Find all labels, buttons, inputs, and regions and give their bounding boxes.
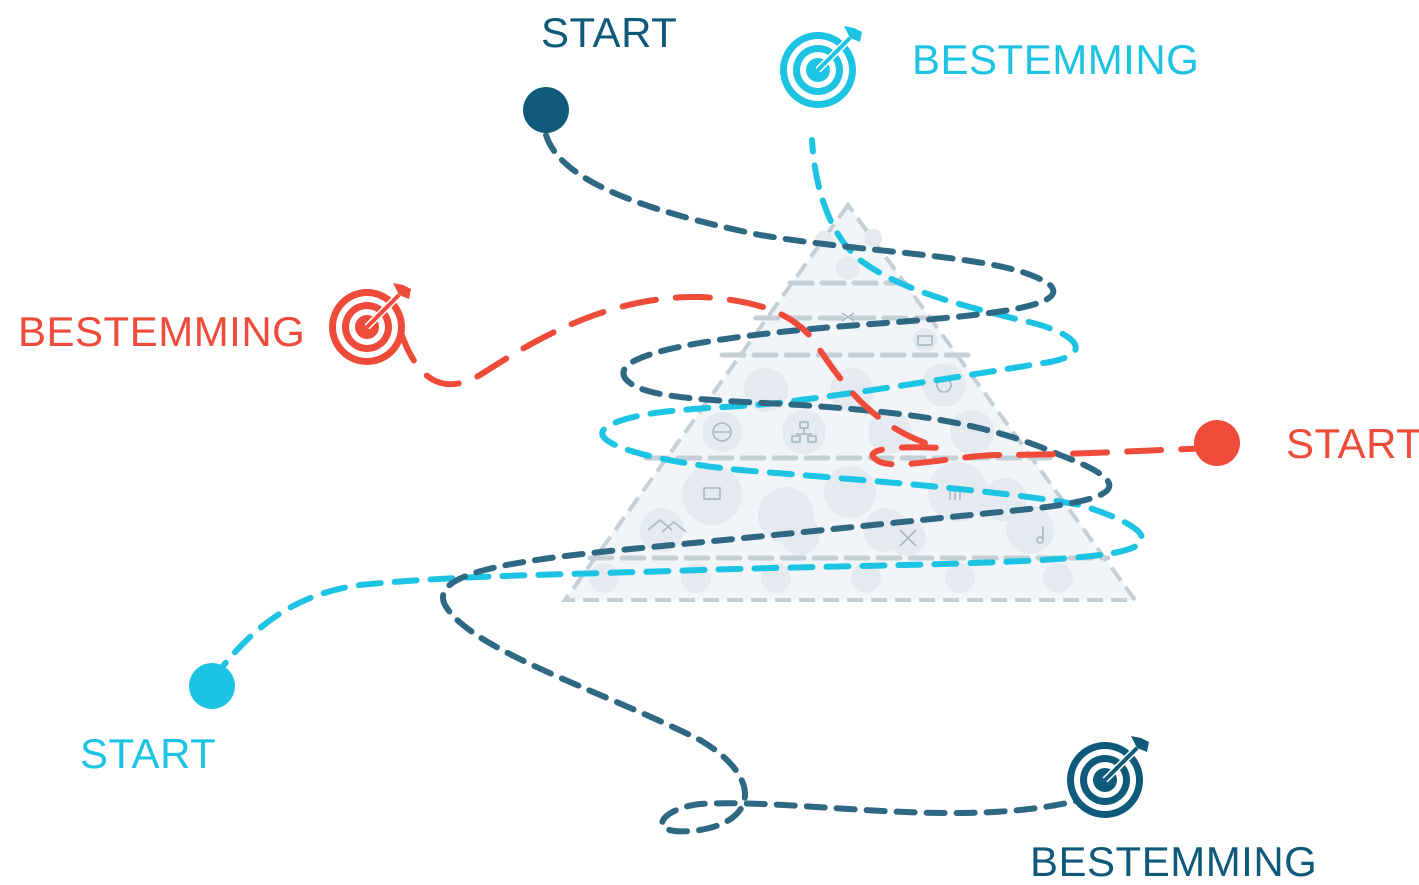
team-icon xyxy=(950,410,994,454)
red-journey-path xyxy=(397,293,1218,468)
rocket-icon xyxy=(864,229,882,247)
presentation-icon xyxy=(682,465,742,525)
refresh-icon xyxy=(922,363,966,407)
navy-start-marker xyxy=(523,87,569,133)
playground-icon xyxy=(780,515,820,555)
factory-icon xyxy=(824,466,876,518)
cyan-start-marker xyxy=(189,663,235,709)
bed-icon xyxy=(945,563,975,593)
home-icon xyxy=(640,508,684,552)
navy-start-label: START xyxy=(541,9,677,56)
red-target-icon xyxy=(329,283,411,365)
pyramid-level-dividers xyxy=(587,280,1111,561)
navy-destination-label: BESTEMMING xyxy=(1030,838,1317,885)
pyramid-icon-glyphs xyxy=(647,312,1044,547)
flag-icon xyxy=(868,410,912,454)
cyan-start-label: START xyxy=(80,730,216,777)
red-destination-label: BESTEMMING xyxy=(18,308,305,355)
food-icon xyxy=(851,563,881,593)
cyan-target-icon xyxy=(780,26,862,108)
bar-chart-icon xyxy=(928,462,988,522)
navy-journey-path xyxy=(440,132,1113,835)
shuffle-icon xyxy=(836,256,860,280)
heart-icon xyxy=(589,563,619,593)
cyan-journey-path xyxy=(209,137,1145,683)
pen-icon xyxy=(1043,563,1073,593)
red-start-label: START xyxy=(1286,420,1419,467)
presentation-glyph xyxy=(703,487,721,500)
cyan-destination-label: BESTEMMING xyxy=(912,36,1199,83)
briefcase-icon xyxy=(913,328,937,352)
navy-target-icon xyxy=(1067,736,1149,818)
pyramid xyxy=(561,201,1139,602)
red-start-marker xyxy=(1194,420,1240,466)
briefcase-glyph xyxy=(917,335,933,346)
